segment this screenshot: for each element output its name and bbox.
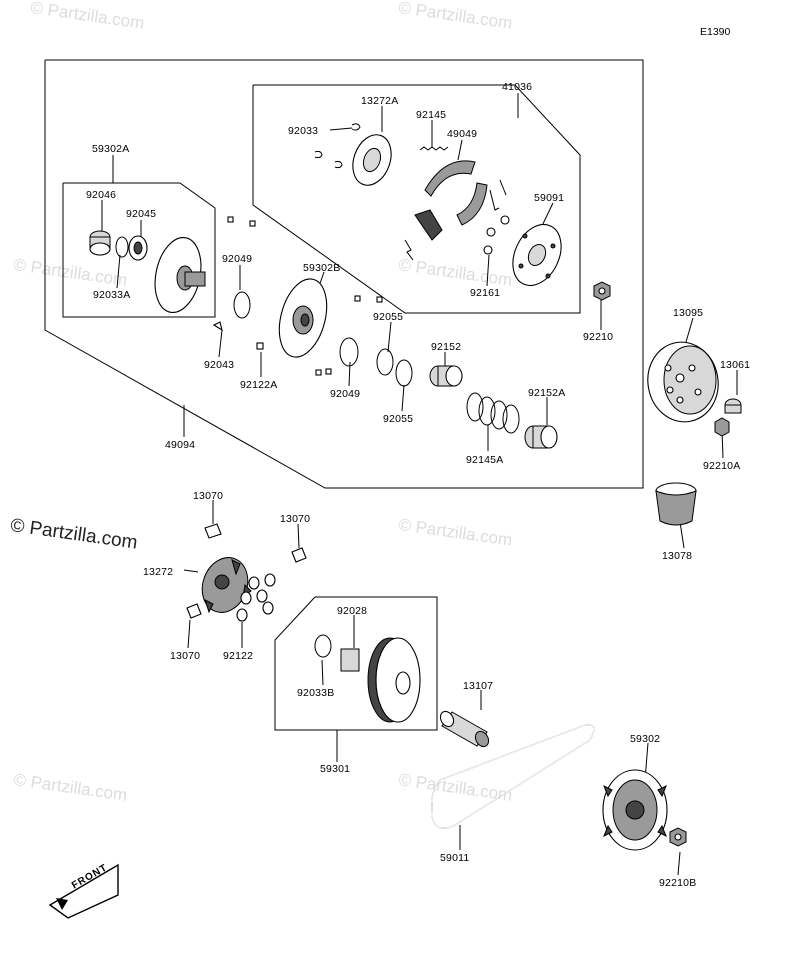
assembly-outline-49094 [44, 59, 644, 489]
collar-92152 [429, 365, 463, 387]
collar-92152A [524, 425, 558, 449]
assembly-outline-59301 [274, 596, 438, 731]
part-label-13078: 13078 [662, 550, 693, 562]
front-arrow-icon [48, 863, 119, 919]
drive-face-59302B [278, 278, 328, 358]
ramp-plate-13272 [201, 557, 252, 614]
part-label-92210B: 92210B [659, 877, 697, 889]
part-label-59302A: 59302A [92, 143, 130, 155]
assembly-outline-41036 [252, 84, 581, 314]
driven-sheave [367, 637, 421, 723]
clutch-housing-13095 [647, 341, 719, 423]
part-label-92210A: 92210A [703, 460, 741, 472]
part-label-59091: 59091 [534, 192, 565, 204]
leader-lines [101, 93, 738, 876]
clutch-plate-13272A [352, 134, 392, 186]
clip-small [334, 160, 343, 169]
fan-pulley-59302 [602, 769, 668, 851]
part-label-92152: 92152 [431, 341, 462, 353]
rollers [236, 573, 276, 622]
part-label-92161: 92161 [470, 287, 501, 299]
part-label-92210: 92210 [583, 331, 614, 343]
part-label-92033: 92033 [288, 125, 319, 137]
movable-sheave [154, 237, 206, 313]
part-label-41036: 41036 [502, 81, 533, 93]
part-label-13095: 13095 [673, 307, 704, 319]
part-label-92122: 92122 [223, 650, 254, 662]
part-label-92028: 92028 [337, 605, 368, 617]
part-label-92043: 92043 [204, 359, 235, 371]
part-label-59302: 59302 [630, 733, 661, 745]
bearing-92045 [128, 235, 148, 261]
part-label-13070: 13070 [193, 490, 224, 502]
part-label-59301: 59301 [320, 763, 351, 775]
spring-small [404, 239, 414, 261]
bushing [500, 215, 510, 225]
part-label-49094: 49094 [165, 439, 196, 451]
part-label-49049: 49049 [447, 128, 478, 140]
drive-belt-59011 [431, 724, 595, 829]
part-label-92055: 92055 [373, 311, 404, 323]
spring-small [489, 189, 500, 211]
oring-92049 [233, 291, 251, 319]
part-label-92055: 92055 [383, 413, 414, 425]
drive-plate-59091 [512, 223, 562, 287]
nut-92161 [483, 245, 493, 255]
circlip-92033B [314, 634, 332, 658]
oring-92049 [339, 337, 359, 367]
circlip-92033 [351, 123, 361, 131]
bushing [486, 227, 496, 237]
bushing-13061 [724, 398, 742, 414]
bearing-92028 [340, 648, 360, 672]
part-label-92045: 92045 [126, 208, 157, 220]
nut-92210A [714, 417, 730, 437]
clip-small [314, 150, 323, 159]
bushing-92046 [89, 230, 111, 256]
clutch-shoe-weight [414, 209, 443, 241]
part-label-92033A: 92033A [93, 289, 131, 301]
part-label-13070: 13070 [170, 650, 201, 662]
part-label-13272A: 13272A [361, 95, 399, 107]
pin-92122A [256, 342, 264, 350]
part-label-92033B: 92033B [297, 687, 335, 699]
assembly-outline-59302A [62, 182, 216, 318]
clutch-shoe-49049 [424, 160, 476, 197]
part-label-13070: 13070 [280, 513, 311, 525]
oring-92055 [376, 348, 394, 376]
sleeve-13107 [439, 710, 490, 748]
part-label-92046: 92046 [86, 189, 117, 201]
part-label-92049: 92049 [330, 388, 361, 400]
slider-13070 [186, 603, 202, 619]
spring-small [499, 179, 507, 196]
part-label-92049: 92049 [222, 253, 253, 265]
clutch-shoe [456, 182, 488, 226]
part-label-92152A: 92152A [528, 387, 566, 399]
part-label-13061: 13061 [720, 359, 751, 371]
part-label-13272: 13272 [143, 566, 174, 578]
collar-13078 [655, 482, 697, 526]
slider-13070 [204, 523, 222, 539]
diagram-code: E1390 [700, 26, 731, 38]
part-label-92145: 92145 [416, 109, 447, 121]
part-label-92122A: 92122A [240, 379, 278, 391]
part-label-13107: 13107 [463, 680, 494, 692]
part-label-59011: 59011 [440, 852, 470, 864]
pin-92043 [212, 321, 223, 332]
part-label-59302B: 59302B [303, 262, 341, 274]
slider-13070 [291, 547, 307, 563]
part-label-92145A: 92145A [466, 454, 504, 466]
spring-92145A [466, 392, 520, 434]
oring-92055 [395, 359, 413, 387]
circlip-92033A [115, 236, 129, 258]
spring-92145 [419, 146, 449, 151]
